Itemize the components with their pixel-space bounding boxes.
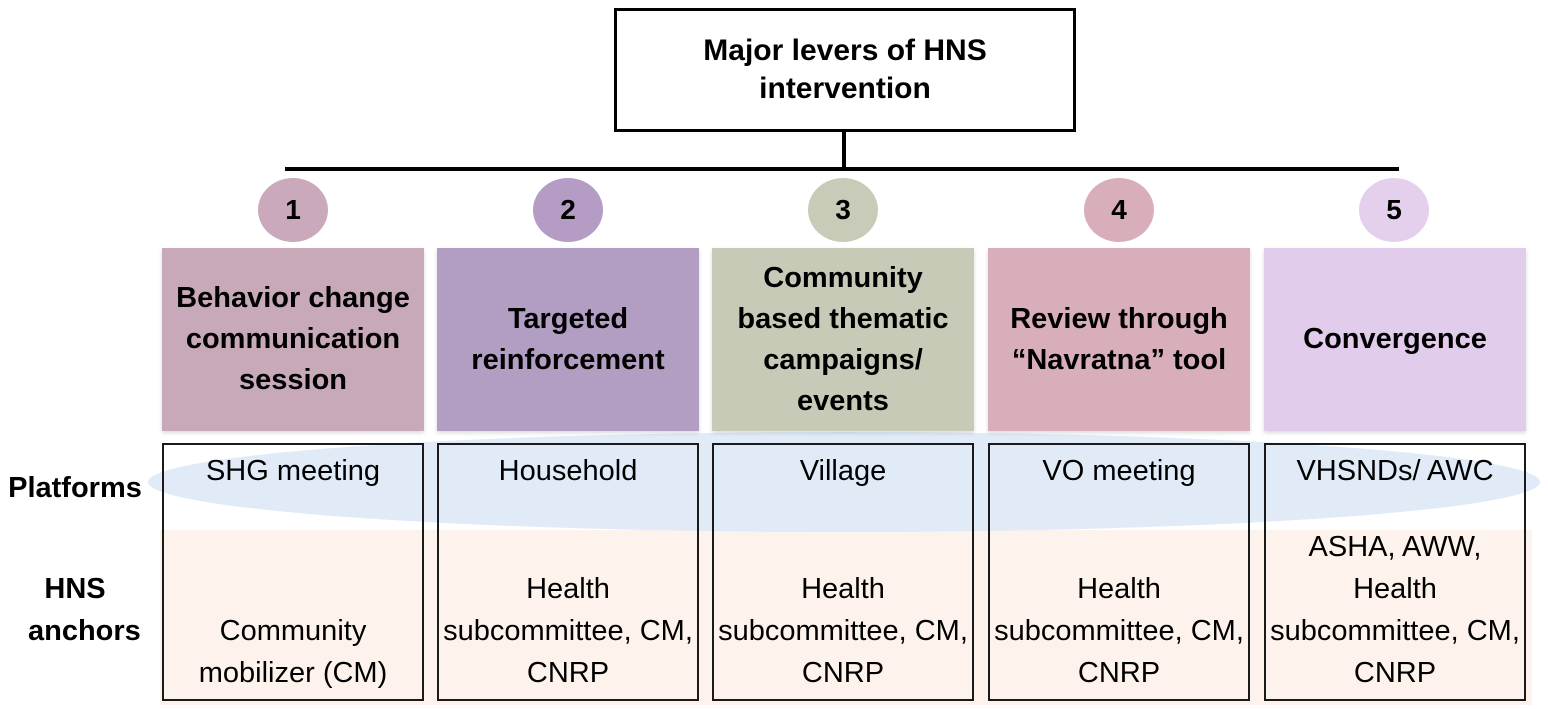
platform-4: VO meeting <box>1042 454 1196 487</box>
lever-box-1: Behavior change communication session <box>162 248 424 431</box>
anchors-band <box>160 530 1532 705</box>
row-label-anchors: HNS anchors <box>28 573 141 647</box>
anchor-4: Health subcommittee, CM, CNRP <box>994 573 1244 689</box>
lever-box-5: Convergence <box>1264 248 1526 431</box>
row-label-platforms: Platforms <box>8 472 142 504</box>
lever-number-2: 2 <box>533 178 603 242</box>
lever-box-4: Review through “Navratna” tool <box>988 248 1250 431</box>
anchor-3: Health subcommittee, CM, CNRP <box>718 573 968 689</box>
diagram-title: Major levers of HNS intervention <box>614 8 1076 132</box>
platform-3: Village <box>799 454 887 487</box>
platforms-band <box>148 432 1540 532</box>
platform-1: SHG meeting <box>205 454 381 487</box>
lever-cell-2 <box>437 443 699 701</box>
lever-box-3: Community based thematic campaigns/ even… <box>712 248 974 431</box>
lever-box-2: Targeted reinforcement <box>437 248 699 431</box>
lever-number-4: 4 <box>1084 178 1154 242</box>
anchor-2: Health subcommittee, CM, CNRP <box>443 573 693 689</box>
lever-cell-4 <box>988 443 1250 701</box>
lever-number-5: 5 <box>1359 178 1429 242</box>
anchor-5: ASHA, AWW, Health subcommittee, CM, CNRP <box>1270 531 1520 689</box>
lever-number-1: 1 <box>258 178 328 242</box>
horizontal-connector-line <box>285 167 1399 171</box>
title-connector-line <box>842 132 846 170</box>
lever-cell-1 <box>162 443 424 701</box>
platform-5: VHSNDs/ AWC <box>1296 454 1494 487</box>
lever-cell-3 <box>712 443 974 701</box>
anchor-1: Community mobilizer (CM) <box>198 615 388 689</box>
lever-number-3: 3 <box>808 178 878 242</box>
lever-cell-5 <box>1264 443 1526 701</box>
platform-2: Household <box>498 454 638 487</box>
